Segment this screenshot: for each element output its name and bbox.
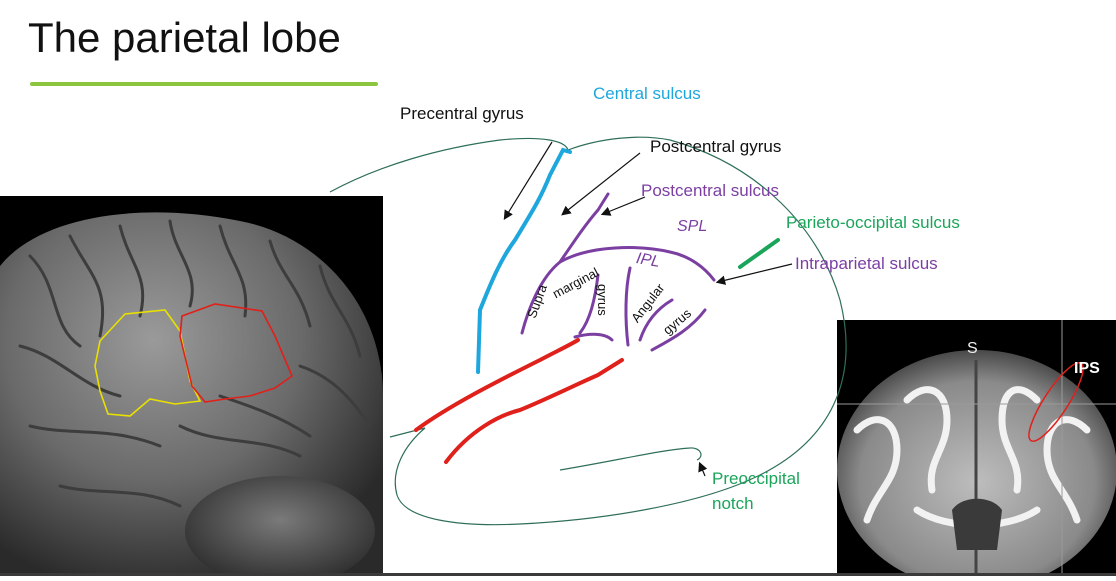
arrow-preoccipital xyxy=(698,461,708,477)
label-postcentral-sulcus: Postcentral sulcus xyxy=(641,181,779,200)
cerebellum-shape xyxy=(185,476,375,581)
sylvian-fissure-lower xyxy=(444,358,624,464)
ips-outline xyxy=(1028,362,1084,442)
arrow-postcentral xyxy=(561,152,641,216)
mri-label-ips: IPS xyxy=(1074,360,1100,377)
intraparietal-sulcus-line xyxy=(558,246,716,282)
label-intraparietal-sulcus: Intraparietal sulcus xyxy=(795,254,938,273)
arrow-postcentral-sulcus xyxy=(600,196,646,216)
coronal-mri: S IPS xyxy=(837,320,1116,581)
supramarginal-sulcus-1 xyxy=(578,273,600,335)
bottom-bar xyxy=(0,573,1116,576)
label-spl: SPL xyxy=(677,218,708,235)
central-sulcus-line xyxy=(476,147,572,374)
brain-outline xyxy=(329,136,847,526)
angular-sulcus-2 xyxy=(650,308,707,352)
label-ipl: IPL xyxy=(634,250,662,271)
label-postcentral-gyrus: Postcentral gyrus xyxy=(650,137,782,156)
mri-label-s: S xyxy=(967,340,978,357)
sylvian-fissure-upper xyxy=(414,338,580,432)
label-parieto-occipital-sulcus: Parieto-occipital sulcus xyxy=(786,213,960,232)
arrow-intraparietal xyxy=(715,263,793,285)
label-precentral-gyrus: Precentral gyrus xyxy=(400,104,524,123)
label-preoccipital: Preoccipital xyxy=(712,469,800,488)
label-central-sulcus: Central sulcus xyxy=(593,84,701,103)
arrow-precentral xyxy=(503,141,553,221)
brain-photo xyxy=(0,196,383,581)
label-gyrus-supramarginal: gyrus xyxy=(595,284,610,316)
supramarginal-outline xyxy=(94,309,202,417)
parieto-occipital-sulcus-line xyxy=(738,238,780,269)
label-notch: notch xyxy=(712,494,754,513)
title-underline xyxy=(30,82,378,86)
angular-sulcus-3 xyxy=(638,298,674,342)
angular-sulcus-1 xyxy=(624,266,632,347)
preoccipital-notch-curve xyxy=(559,447,702,471)
supramarginal-sulcus-2 xyxy=(573,332,614,342)
slide-title: The parietal lobe xyxy=(28,14,341,61)
angular-outline xyxy=(179,303,293,403)
